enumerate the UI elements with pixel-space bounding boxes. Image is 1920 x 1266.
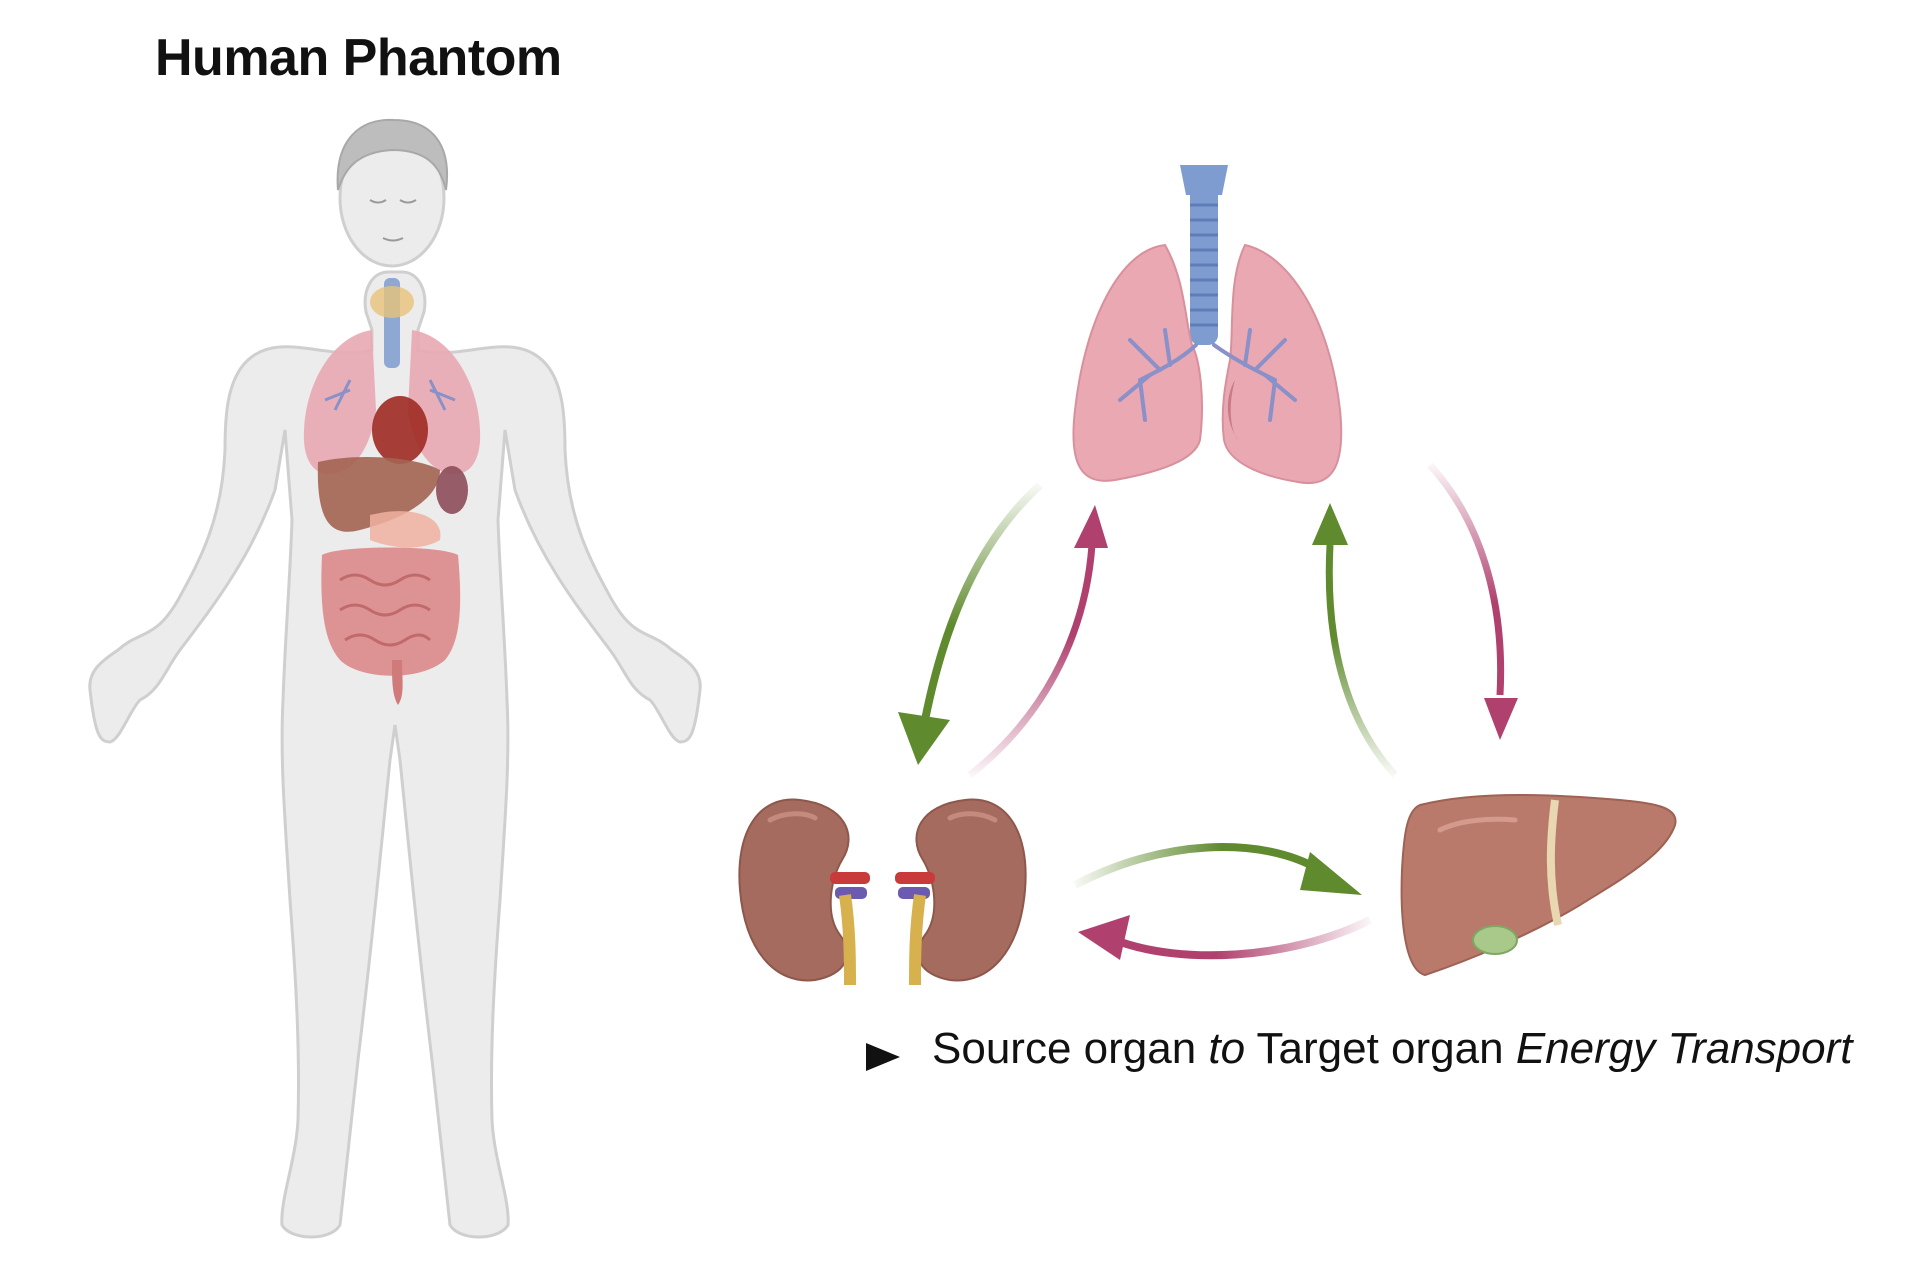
legend-source: Source organ [932,1024,1197,1073]
legend-target: Target organ [1256,1024,1504,1073]
legend-energy-transport: Energy Transport [1515,1024,1853,1073]
lungs-icon [1072,165,1343,485]
human-body-icon [88,118,702,1239]
arrow-kidneys-to-lungs [967,505,1108,778]
arrow-lungs-to-liver [1427,462,1518,740]
body-silhouette [88,270,702,1239]
kidneys-icon [738,798,1027,986]
legend-to: to [1208,1024,1246,1073]
arrow-liver-to-lungs [1312,503,1398,778]
arrow-lungs-to-kidneys [898,482,1043,765]
liver-icon [1400,794,1677,977]
hair [336,118,448,191]
figure-title: Human Phantom [155,29,562,87]
legend-text: Source organ to Target organ Energy Tran… [932,1024,1853,1074]
arrow-liver-to-kidneys [1078,915,1372,960]
legend-arrow [738,1043,900,1071]
arrow-kidneys-to-liver [1073,843,1362,895]
